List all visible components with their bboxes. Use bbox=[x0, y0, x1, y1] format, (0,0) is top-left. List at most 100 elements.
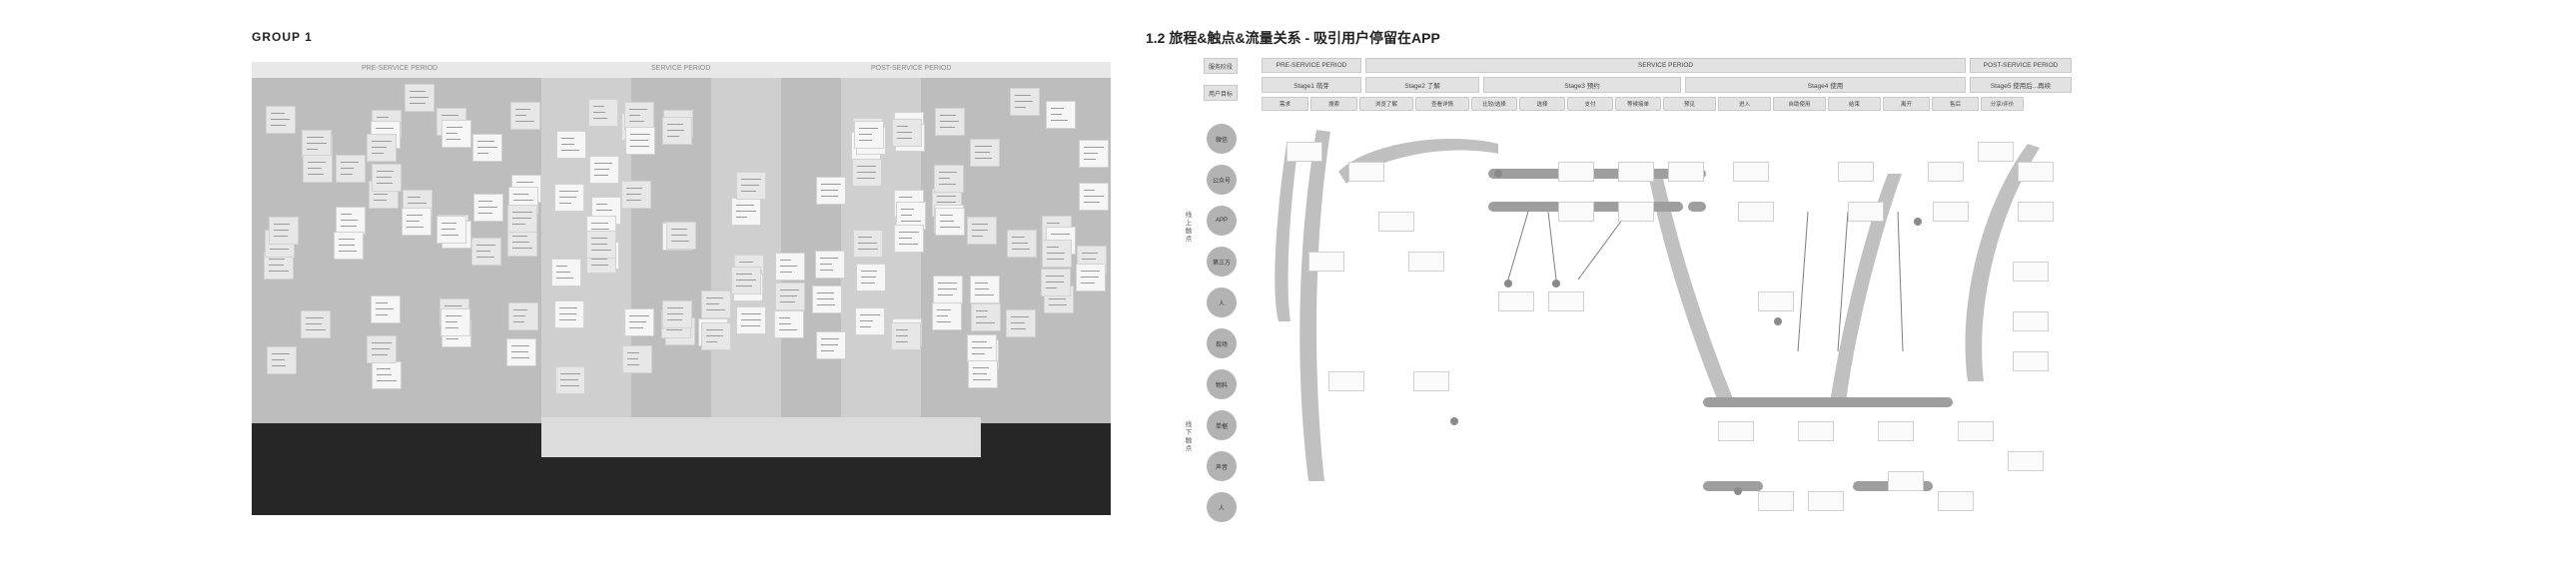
sticky-note bbox=[894, 225, 924, 253]
sticky-note bbox=[1079, 183, 1109, 211]
row-header-stage: 服务阶段 bbox=[1204, 58, 1238, 74]
group-title: GROUP 1 bbox=[252, 30, 313, 44]
sticky-note-wall-photo: PRE-SERVICE PERIOD SERVICE PERIOD POST-S… bbox=[252, 62, 1111, 515]
sticky-note bbox=[852, 159, 882, 187]
diagram-node bbox=[1618, 202, 1654, 222]
sticky-note bbox=[731, 198, 761, 226]
diagram-title: 1.2 旅程&触点&流量关系 - 吸引用户停留在APP bbox=[1146, 30, 1440, 46]
side-label-offline: 线下触点 bbox=[1185, 421, 1193, 452]
photo-wall-header: PRE-SERVICE PERIOD SERVICE PERIOD POST-S… bbox=[252, 62, 1111, 78]
sticky-note bbox=[970, 276, 1000, 303]
diagram-node bbox=[1878, 421, 1914, 441]
sticky-note bbox=[589, 156, 619, 184]
flow-band bbox=[1648, 174, 1734, 401]
diagram-node bbox=[1798, 421, 1834, 441]
sticky-note bbox=[934, 165, 964, 193]
sticky-note bbox=[1010, 88, 1040, 116]
sticky-note bbox=[336, 155, 366, 183]
sticky-note bbox=[1007, 230, 1037, 258]
diagram-node bbox=[1718, 421, 1754, 441]
sticky-note bbox=[971, 303, 1001, 331]
sticky-note bbox=[302, 130, 332, 158]
stage-1: Stage1 萌芽 bbox=[1262, 77, 1361, 93]
touchpoint-circle: 物料 bbox=[1207, 369, 1237, 399]
diagram-node bbox=[1938, 491, 1974, 511]
row-header-goal: 用户目标 bbox=[1204, 85, 1238, 101]
sticky-note bbox=[1042, 240, 1072, 268]
sticky-note bbox=[856, 264, 886, 291]
sticky-note bbox=[554, 300, 584, 328]
photo-header-label: SERVICE PERIOD bbox=[651, 65, 711, 72]
step-cell: 结束 bbox=[1828, 97, 1881, 111]
stage-2: Stage2 了解 bbox=[1365, 77, 1479, 93]
sticky-note bbox=[405, 84, 434, 112]
diagram-node bbox=[1378, 212, 1414, 232]
sticky-note bbox=[701, 322, 731, 350]
flow-dot bbox=[1494, 170, 1502, 178]
sticky-note bbox=[402, 208, 431, 236]
sticky-note bbox=[510, 102, 540, 130]
sticky-note bbox=[662, 117, 692, 145]
step-cell: 预见 bbox=[1663, 97, 1716, 111]
sticky-note bbox=[622, 345, 652, 373]
sticky-note bbox=[507, 205, 537, 233]
sticky-note bbox=[816, 177, 846, 205]
flow-band bbox=[1965, 144, 2040, 381]
flow-dot bbox=[1774, 317, 1782, 325]
step-cell: 离开 bbox=[1883, 97, 1930, 111]
step-cell: 分享/评价 bbox=[1981, 97, 2024, 111]
sticky-note bbox=[472, 134, 502, 162]
sticky-note bbox=[736, 172, 766, 200]
diagram-node bbox=[2018, 202, 2054, 222]
sticky-note bbox=[367, 134, 397, 162]
sticky-note bbox=[1041, 269, 1071, 296]
step-cell: 支付 bbox=[1567, 97, 1613, 111]
diagram-node bbox=[1498, 291, 1534, 311]
sticky-note bbox=[731, 267, 761, 294]
diagram-node bbox=[1888, 471, 1924, 491]
sticky-note bbox=[967, 217, 997, 245]
connector-line bbox=[1797, 211, 1809, 352]
step-cell: 选择 bbox=[1519, 97, 1565, 111]
touchpoint-circle: 第三方 bbox=[1207, 247, 1237, 277]
connector-line bbox=[1577, 211, 1629, 281]
touchpoint-circle: 公众号 bbox=[1207, 165, 1237, 195]
diagram-node bbox=[1413, 371, 1449, 391]
traffic-bar bbox=[1703, 397, 1953, 407]
connector-line bbox=[1547, 211, 1557, 281]
connector-line bbox=[1897, 211, 1904, 352]
sticky-note bbox=[436, 216, 466, 244]
step-cell: 自助使用 bbox=[1773, 97, 1826, 111]
touchpoint-circle: 声音 bbox=[1207, 451, 1237, 481]
sticky-note bbox=[621, 181, 651, 209]
sticky-note bbox=[935, 208, 965, 236]
sticky-note bbox=[933, 276, 963, 303]
sticky-note bbox=[967, 334, 997, 362]
touchpoint-circle: APP bbox=[1207, 206, 1237, 236]
diagram-node bbox=[2013, 351, 2049, 371]
sticky-note bbox=[588, 99, 618, 127]
sticky-note bbox=[1006, 309, 1036, 337]
diagram-node bbox=[1848, 202, 1884, 222]
step-cell: 比较/选择 bbox=[1471, 97, 1517, 111]
sticky-note bbox=[932, 302, 962, 330]
stage-3: Stage3 预约 bbox=[1483, 77, 1681, 93]
sticky-note bbox=[506, 338, 536, 366]
diagram-node bbox=[1738, 202, 1774, 222]
sticky-note bbox=[1079, 140, 1109, 168]
step-cell: 浏览了解 bbox=[1359, 97, 1413, 111]
diagram-node bbox=[1758, 491, 1794, 511]
sticky-note bbox=[666, 222, 696, 250]
sticky-note bbox=[812, 286, 842, 313]
connector-line bbox=[1507, 211, 1529, 281]
photo-header-label: PRE-SERVICE PERIOD bbox=[362, 65, 438, 72]
sticky-note bbox=[556, 131, 586, 159]
step-cell: 搜索 bbox=[1310, 97, 1357, 111]
period-service: SERVICE PERIOD bbox=[1365, 58, 1966, 73]
flow-dot bbox=[1450, 417, 1458, 425]
sticky-note bbox=[774, 310, 804, 338]
touchpoint-circle: 人 bbox=[1207, 492, 1237, 522]
flow-band bbox=[1830, 174, 1902, 403]
sticky-note bbox=[473, 194, 503, 222]
diagram-node bbox=[1548, 291, 1584, 311]
